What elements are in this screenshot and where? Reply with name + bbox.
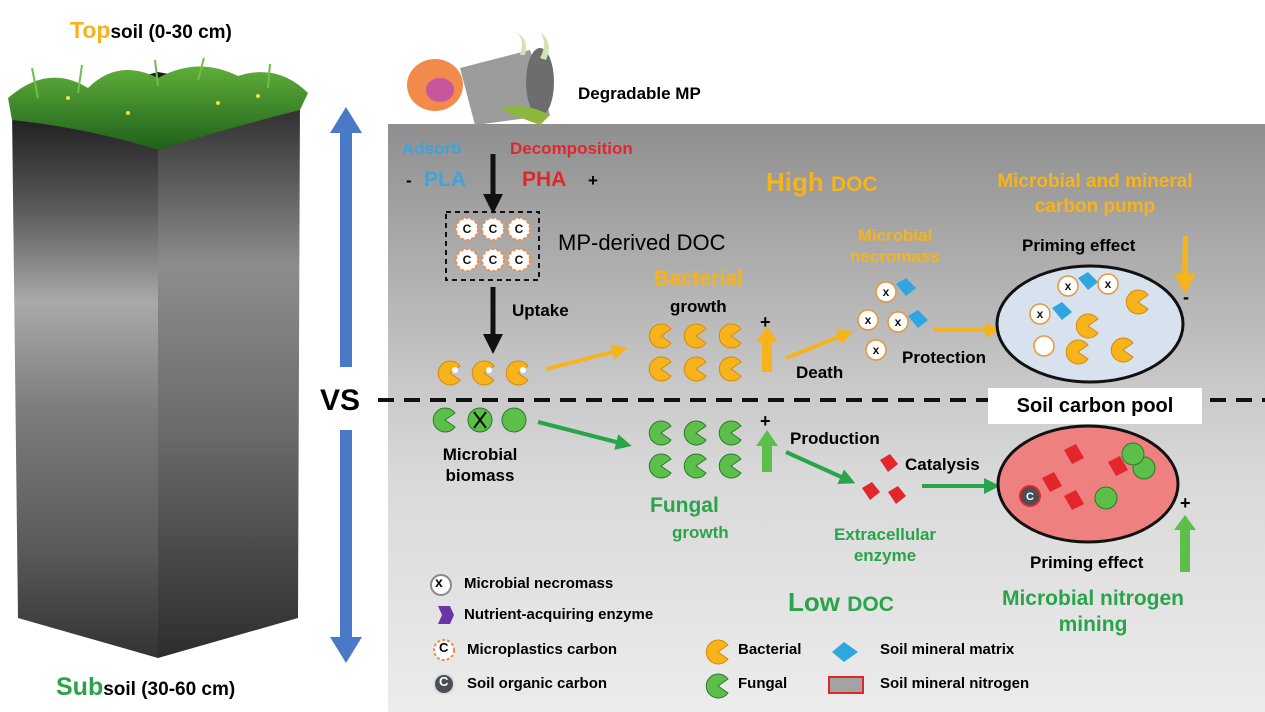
pha-label: PHA — [522, 168, 567, 191]
enzyme-legend-icon — [438, 606, 454, 624]
fungal-legend-label: Fungal — [738, 675, 788, 692]
fungal-growth-label: growth — [672, 523, 729, 542]
high-doc-prefix: High — [766, 167, 824, 197]
extracellular-line1: Extracellular — [833, 525, 937, 544]
svg-text:C: C — [515, 222, 524, 236]
carbon-pump-minus: - — [1183, 287, 1189, 307]
vertical-arrows — [330, 107, 362, 663]
bacterial-plus: + — [760, 312, 771, 332]
svg-text:C: C — [1026, 491, 1034, 503]
decomposition-label: Decomposition — [510, 139, 633, 158]
carbon-pump-line2: carbon pump — [1034, 195, 1156, 217]
svg-text:x: x — [873, 343, 880, 357]
svg-text:C: C — [463, 253, 472, 267]
fungal-label: Fungal — [650, 494, 719, 517]
subsoil-prefix: Sub — [56, 673, 104, 701]
bacterial-legend-icon — [705, 639, 729, 665]
svg-text:C: C — [489, 222, 498, 236]
svg-text:C: C — [489, 253, 498, 267]
svg-text:x: x — [1037, 307, 1044, 321]
vs-label: VS — [320, 384, 361, 417]
soc-legend-glyph: C — [439, 674, 449, 689]
mp-carbon-legend-glyph: C — [439, 640, 449, 655]
high-doc-suffix: DOC — [831, 173, 878, 196]
carbon-pump-line1: Microbial and mineral — [997, 171, 1193, 192]
soc-legend-label: Soil organic carbon — [467, 675, 608, 692]
microbial-biomass-line2: biomass — [445, 466, 515, 486]
bacterial-growth-label: growth — [670, 297, 727, 316]
subsoil-suffix: soil (30-60 cm) — [103, 679, 236, 700]
necromass-legend-label: Microbial necromass — [464, 575, 614, 592]
nitrogen-mining-plus: + — [1180, 493, 1191, 513]
microbial-necromass-line2: necromass — [850, 247, 940, 267]
uptake-label: Uptake — [512, 301, 569, 320]
mineral-matrix-legend-label: Soil mineral matrix — [880, 641, 1015, 658]
mp-carbon-legend-icon — [433, 639, 455, 661]
low-doc-prefix: Low — [788, 587, 840, 617]
nitrogen-mining-line1: Microbial nitrogen — [1001, 587, 1184, 610]
fungal-legend-icon — [705, 673, 729, 699]
svg-text:x: x — [883, 285, 890, 299]
svg-text:x: x — [1105, 277, 1112, 291]
bottom-process-graphics: C — [432, 407, 1196, 572]
low-doc-suffix: DOC — [847, 593, 894, 616]
bacterial-label: Bacterial — [654, 267, 743, 290]
svg-text:x: x — [895, 315, 902, 329]
svg-text:x: x — [865, 313, 872, 327]
bacterial-legend-label: Bacterial — [738, 641, 802, 658]
fungal-plus: + — [760, 411, 771, 431]
svg-text:C: C — [515, 253, 524, 267]
microbial-biomass-line1: Microbial — [442, 445, 518, 464]
svg-text:x: x — [1065, 279, 1072, 293]
degradable-mp-label: Degradable MP — [578, 84, 701, 103]
catalysis-label: Catalysis — [905, 455, 980, 474]
soil-carbon-pool-label: Soil carbon pool — [988, 388, 1202, 424]
mineral-nitrogen-legend-icon — [828, 676, 864, 694]
extracellular-line2: enzyme — [853, 546, 917, 566]
protection-label: Protection — [902, 348, 987, 367]
enzyme-legend-label: Nutrient-acquiring enzyme — [464, 606, 654, 623]
topsoil-suffix: soil (0-30 cm) — [110, 22, 232, 43]
adsorb-label: Adsorb — [402, 139, 462, 158]
top-priming-effect-label: Priming effect — [1022, 236, 1136, 255]
pla-label: PLA — [424, 168, 466, 191]
soc-legend-icon — [433, 673, 455, 695]
microbial-necromass-line1: Microbial — [857, 226, 933, 245]
necromass-legend-glyph: x — [435, 574, 443, 590]
mineral-nitrogen-legend-label: Soil mineral nitrogen — [880, 675, 1030, 692]
bottom-priming-effect-label: Priming effect — [1030, 553, 1144, 572]
soil-column-image — [8, 58, 308, 658]
mineral-matrix-legend-icon — [832, 642, 858, 662]
topsoil-prefix: Top — [70, 17, 111, 43]
mp-derived-doc-label: MP-derived DOC — [558, 230, 726, 255]
necromass-legend-icon — [430, 574, 452, 596]
pla-sign: - — [406, 171, 412, 190]
trash-can-icon — [407, 32, 554, 125]
mp-carbon-legend-label: Microplastics carbon — [467, 641, 618, 658]
svg-text:C: C — [463, 222, 472, 236]
nitrogen-mining-line2: mining — [1058, 613, 1128, 637]
production-label: Production — [790, 429, 880, 448]
pha-sign: + — [588, 171, 598, 190]
death-label: Death — [796, 363, 844, 382]
